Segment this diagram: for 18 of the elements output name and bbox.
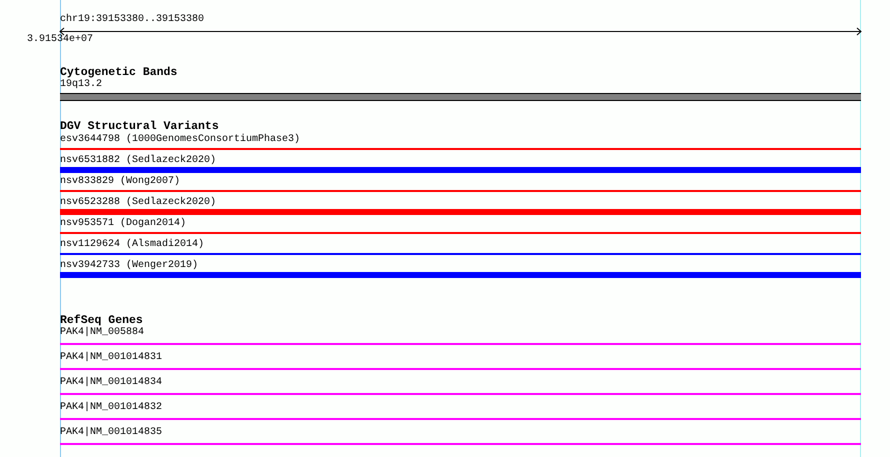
feature-label: nsv953571 (Dogan2014) bbox=[60, 218, 186, 230]
track-title: Cytogenetic Bands bbox=[60, 67, 178, 79]
feature-label: PAK4|NM_005884 bbox=[60, 327, 144, 339]
feature-label: nsv6523288 (Sedlazeck2020) bbox=[60, 197, 216, 209]
feature-label: esv3644798 (1000GenomesConsortiumPhase3) bbox=[60, 134, 300, 146]
track-title: RefSeq Genes bbox=[60, 315, 143, 327]
feature-label: PAK4|NM_001014831 bbox=[60, 352, 162, 364]
locus-label: chr19:39153380..39153380 bbox=[60, 14, 204, 26]
ruler-tick-label: 3.91534e+07 bbox=[27, 34, 94, 46]
feature-label: PAK4|NM_001014835 bbox=[60, 427, 162, 439]
feature-label: PAK4|NM_001014832 bbox=[60, 402, 162, 414]
feature-label: nsv3942733 (Wenger2019) bbox=[60, 260, 198, 272]
feature-label: PAK4|NM_001014834 bbox=[60, 377, 162, 389]
feature-label: 19q13.2 bbox=[60, 79, 102, 91]
track-title: DGV Structural Variants bbox=[60, 121, 219, 133]
feature-label: nsv6531882 (Sedlazeck2020) bbox=[60, 155, 216, 167]
feature-label: nsv1129624 (Alsmadi2014) bbox=[60, 239, 204, 251]
feature-label: nsv833829 (Wong2007) bbox=[60, 176, 180, 188]
